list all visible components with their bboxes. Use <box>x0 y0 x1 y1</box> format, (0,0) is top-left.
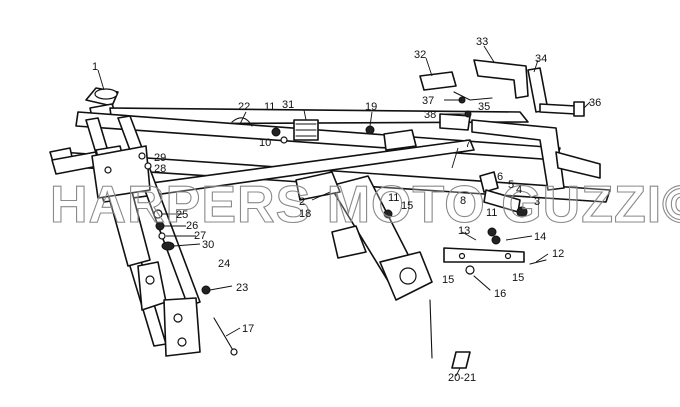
callout-34: 34 <box>535 53 547 65</box>
callout-11-right: 11 <box>486 207 497 219</box>
watermark: HARPERS MOTO GUZZI© <box>50 176 680 234</box>
part-33-bracket <box>473 59 529 99</box>
part-11-nut-c <box>383 209 393 219</box>
cradle-hole-3 <box>177 337 187 347</box>
callout-7: 7 <box>465 138 471 150</box>
steering-head-bore <box>94 88 118 100</box>
plate-hole-1 <box>458 252 466 260</box>
cradle-bracket-front <box>137 261 167 311</box>
part-24-nut <box>201 285 211 295</box>
callout-35: 35 <box>478 101 490 113</box>
part-35-link <box>453 91 493 101</box>
callout-32: 32 <box>414 49 426 61</box>
callout-38: 38 <box>424 109 436 121</box>
callout-31: 31 <box>282 99 294 111</box>
callout-24: 24 <box>218 258 230 270</box>
part-19-nut <box>365 125 375 135</box>
part-31-ribs <box>295 123 317 137</box>
leader-lines <box>97 45 591 377</box>
part-6-spacer <box>479 171 499 193</box>
callout-6: 6 <box>497 171 503 183</box>
callout-15-left: 15 <box>442 274 454 286</box>
pivot-bore <box>399 267 417 285</box>
center-bracket <box>295 171 341 201</box>
callout-labels: 1 2 3 4 5 6 7 8 10 11 11 11 12 13 14 15 … <box>92 36 601 384</box>
callout-14: 14 <box>534 231 546 243</box>
front-gusset-plate <box>91 145 151 199</box>
callout-19: 19 <box>365 101 377 113</box>
part-20-21-tag <box>451 351 471 369</box>
callout-30: 30 <box>202 239 214 251</box>
callout-15-right: 15 <box>512 272 524 284</box>
part-20-cable <box>429 299 433 359</box>
callout-33: 33 <box>476 36 488 48</box>
part-4-nut <box>516 206 528 218</box>
callout-4: 4 <box>516 184 522 196</box>
callout-13: 13 <box>458 225 470 237</box>
callout-25: 25 <box>176 209 188 221</box>
part-36-end <box>573 101 585 117</box>
hardware-parts <box>138 117 547 369</box>
callout-28: 28 <box>154 163 166 175</box>
callout-27: 27 <box>194 230 206 242</box>
callout-29: 29 <box>154 152 166 164</box>
part-13-plate <box>443 247 525 263</box>
cradle-bracket-rear <box>163 297 201 357</box>
callout-10: 10 <box>259 137 271 149</box>
callout-20-21: 20-21 <box>448 372 476 384</box>
callout-36: 36 <box>589 97 601 109</box>
rear-loop <box>471 119 565 191</box>
part-14-nut <box>491 235 501 245</box>
gusset-hole <box>104 166 112 174</box>
part-11-nut-b <box>487 227 497 237</box>
cradle-hole-1 <box>145 275 155 285</box>
callout-12: 12 <box>552 248 564 260</box>
callout-11-top: 11 <box>264 101 275 113</box>
callout-37: 37 <box>422 95 434 107</box>
part-10-washer <box>280 136 288 144</box>
callout-8: 8 <box>460 195 466 207</box>
plate-hole-2 <box>504 252 512 260</box>
callout-23: 23 <box>236 282 248 294</box>
cradle-hole-2 <box>173 313 183 323</box>
part-15-washer <box>465 265 475 275</box>
part-17-bolt <box>213 317 235 353</box>
callout-2: 2 <box>299 196 305 208</box>
callout-16: 16 <box>494 288 506 300</box>
callout-17: 17 <box>242 323 254 335</box>
part-36-rod <box>539 103 577 115</box>
rear-mount-assembly <box>419 59 585 118</box>
part-28-bolt <box>144 162 152 170</box>
callout-15-mid: 15 <box>401 200 413 212</box>
part-16-bolt <box>473 275 491 291</box>
part-32-plate <box>419 71 457 91</box>
rear-loop-end <box>555 151 601 179</box>
tank-bracket <box>383 129 417 151</box>
callout-22: 22 <box>238 101 250 113</box>
part-27-washer <box>158 232 166 240</box>
part-11-nut <box>271 127 281 137</box>
seat-bracket <box>439 113 471 131</box>
callout-1: 1 <box>92 61 98 73</box>
part-29-bolt <box>138 152 146 160</box>
part-12-bolt <box>529 259 547 265</box>
callout-26: 26 <box>186 220 198 232</box>
part-30-bush <box>161 241 175 251</box>
member-bracket <box>331 225 367 259</box>
callout-11-mid: 11 <box>388 192 399 204</box>
callout-3: 3 <box>534 196 540 208</box>
callout-18: 18 <box>299 208 311 220</box>
part-17-head <box>230 348 238 356</box>
callout-5: 5 <box>508 179 514 191</box>
